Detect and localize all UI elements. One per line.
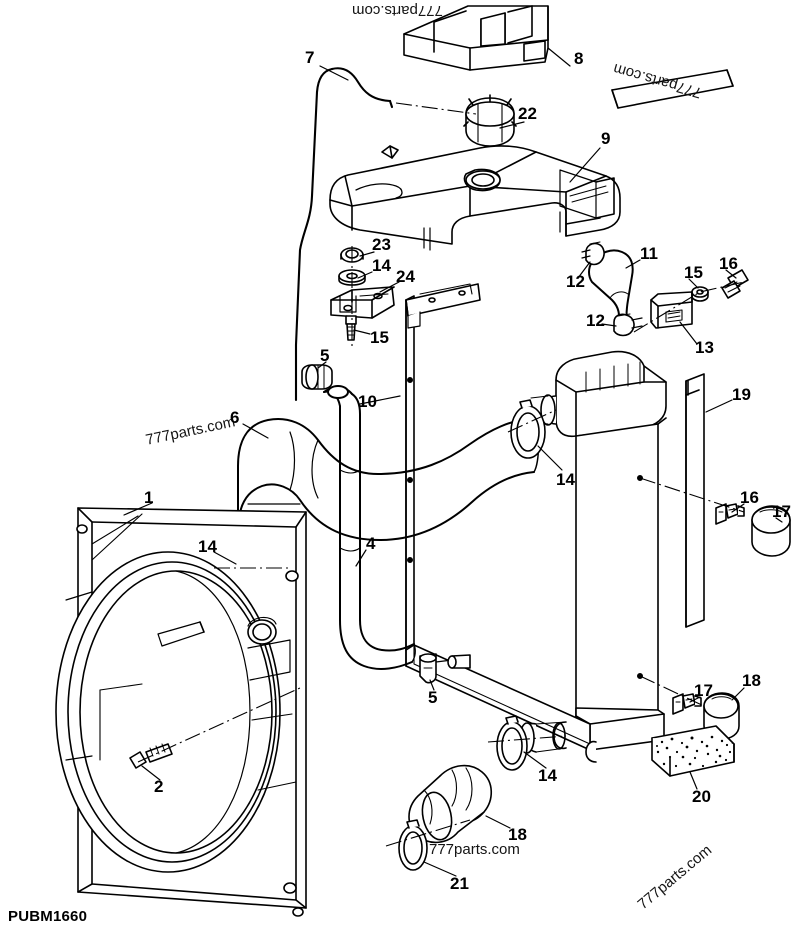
leader-lines [123,47,783,877]
callout-21: 22 [518,104,537,123]
part-15-washer-right [691,286,709,302]
callout-18-upper: 17 [772,502,791,521]
callout-14-outlet: 14 [538,766,557,785]
part-17-petcock-lower [672,693,702,715]
callout-2: 2 [154,777,164,796]
part-7-overflow-tube [294,67,394,402]
part-1-fan-shroud [55,507,307,917]
callout-15-left: 14 [372,256,391,275]
callout-22: 23 [372,235,391,254]
callout-7: 7 [305,48,315,67]
callout-12-lower: 12 [586,311,605,330]
callout-19: 18 [508,825,527,844]
callout-6: 6 [230,408,240,427]
callout-11: 11 [640,244,658,263]
callout-24: 20 [692,787,711,806]
part-14-clamp-outlet-upper [496,715,528,771]
decor-strip-top-right [611,69,734,109]
part-8-support-block [403,5,549,71]
part-12-clamp-lower [613,313,643,337]
part-4-lower-hose [323,385,416,670]
callout-14-shroud: 14 [198,537,217,556]
part-2-bolt [129,743,173,769]
callout-17-lower: 17 [694,681,713,700]
part-16-bolt-left [345,315,357,341]
part-10-side-channel [405,295,415,651]
callout-18-lower: 18 [742,671,761,690]
callout-13: 13 [695,338,714,357]
callout-4: 4 [366,534,376,553]
callout-14-elbow: 21 [450,874,469,893]
watermark-bottom-center: 777parts.com [429,841,520,858]
part-9-surge-tank [329,145,621,251]
part-13-bracket-right [650,291,693,329]
callout-16-right: 16 [719,254,738,273]
part-23-clamp-bracket [330,286,395,319]
part-5-fitting-upper [301,364,333,390]
part-5-fitting-lower [419,653,471,684]
watermark-top-center: 777parts.com [352,2,443,19]
callout-16-left: 15 [370,328,389,347]
part-14-clamp-inlet [510,399,546,459]
callout-12-upper: 12 [566,272,585,291]
radiator-core [405,350,667,763]
callout-10: 10 [358,392,377,411]
callout-15-right: 15 [684,263,703,282]
callout-8: 8 [574,49,584,68]
assembly-centerlines [137,102,745,847]
document-id-label: PUBM1660 [8,908,88,925]
part-21-pressure-cap [463,94,517,147]
callout-9: 9 [601,129,611,148]
callout-5-upper: 5 [320,346,330,365]
callout-14-inlet: 14 [556,470,575,489]
part-12-clamp-upper [581,241,605,266]
radiator-top-frame [405,283,481,329]
part-24-insulation-pad [651,725,735,777]
callout-23: 24 [396,267,415,286]
callout-17-upper: 16 [740,488,759,507]
callout-5-lower: 5 [428,688,438,707]
callout-20: 19 [732,385,751,404]
part-16-bolt-right [721,269,749,299]
part-20-side-baffle [685,373,705,628]
part-14-clamp-elbow [398,819,428,871]
callout-1: 1 [144,488,154,507]
part-18-cap-upper [751,505,791,557]
